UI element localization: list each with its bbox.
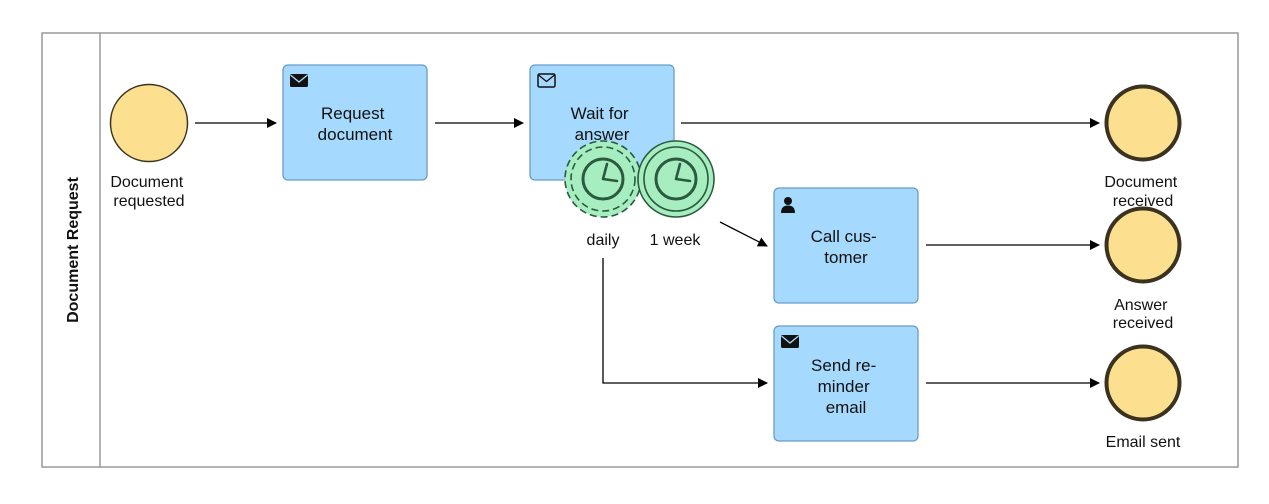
sequence-flows	[195, 118, 1100, 388]
end-event-email-sent[interactable]: Email sent	[1104, 344, 1182, 452]
task-wait-for-answer[interactable]: Wait for answer	[529, 64, 675, 181]
timer-daily-label: daily	[587, 232, 620, 249]
clock-icon	[654, 157, 698, 201]
task-send-reminder-email[interactable]: Send re- minder email	[773, 325, 919, 442]
timer-boundary-week[interactable]: 1 week	[637, 140, 715, 249]
envelope-filled-icon	[290, 74, 308, 87]
start-event-label: Document requested	[110, 174, 187, 210]
clock-icon	[581, 157, 625, 201]
task-call-customer[interactable]: Call cus- tomer	[773, 187, 919, 304]
end-event-document-received-label: Document received	[1104, 174, 1181, 210]
timer-week-label: 1 week	[650, 232, 702, 249]
envelope-filled-icon	[781, 335, 799, 348]
task-request-document[interactable]: Request document	[282, 64, 428, 181]
end-event-document-received[interactable]: Document received	[1104, 84, 1182, 211]
envelope-outline-icon	[537, 73, 556, 88]
flow-week-to-call[interactable]	[719, 221, 768, 247]
end-event-answer-received[interactable]: Answer received	[1104, 206, 1182, 333]
task-call-customer-label: Call cus- tomer	[811, 227, 882, 267]
flow-daily-to-reminder[interactable]	[602, 258, 768, 388]
task-send-reminder-email-label: Send re- minder email	[811, 356, 881, 417]
end-event-answer-received-label: Answer received	[1113, 297, 1173, 332]
task-request-document-label: Request document	[318, 104, 393, 144]
pool-label: Document Request	[65, 176, 82, 322]
user-icon	[781, 197, 795, 213]
task-wait-for-answer-label: Wait for answer	[571, 104, 634, 144]
end-event-email-sent-label: Email sent	[1106, 434, 1181, 451]
start-event[interactable]: Document requested	[109, 83, 189, 211]
